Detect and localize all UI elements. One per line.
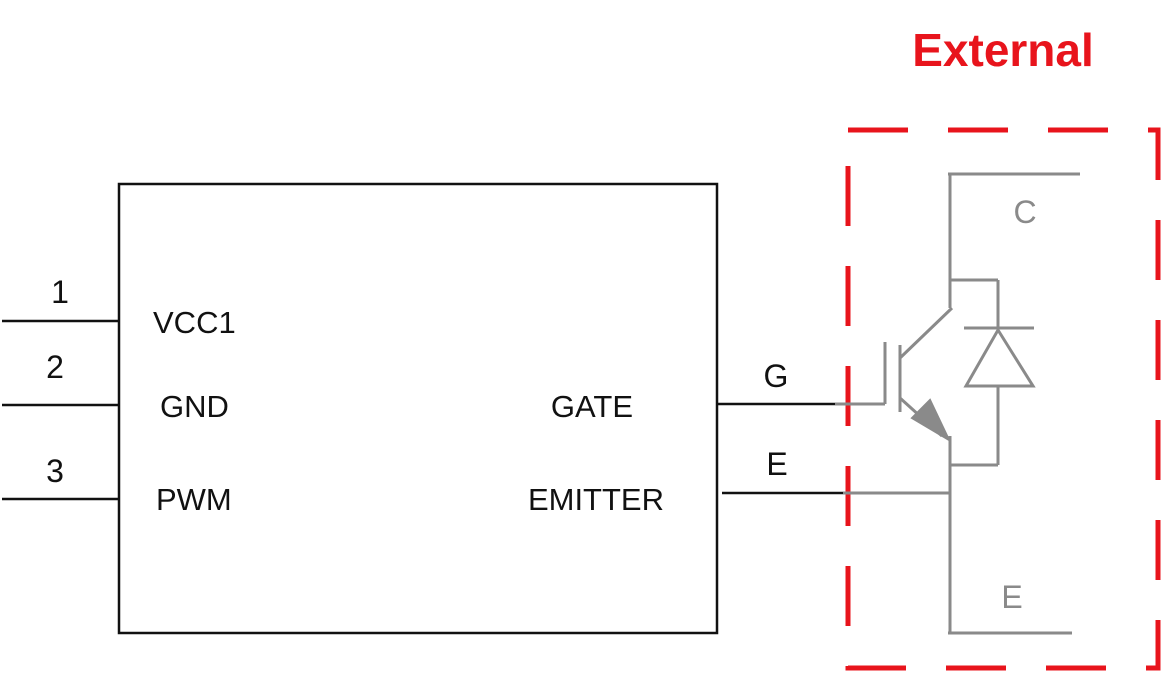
diode-triangle	[963, 327, 1036, 388]
igbt-collector-diagonal	[898, 306, 954, 360]
pin-label-pwm: PWM	[156, 482, 232, 517]
output-label-emitter: EMITTER	[528, 482, 664, 517]
external-boundary	[845, 127, 1161, 671]
pin-3-number: 3	[46, 453, 64, 489]
pin-label-gnd: GND	[160, 389, 229, 424]
pin-1-number: 1	[51, 274, 69, 310]
output-label-gate: GATE	[551, 389, 633, 424]
igbt-label-emitter: E	[1001, 579, 1022, 615]
external-title: External	[912, 24, 1094, 76]
net-label-g: G	[764, 358, 789, 394]
igbt-symbol	[835, 172, 1080, 635]
igbt-emitter-arrow	[910, 398, 952, 443]
pin-label-vcc1: VCC1	[153, 305, 236, 340]
net-label-e: E	[766, 446, 787, 482]
driver-ic-box	[117, 182, 719, 635]
pin-2-number: 2	[46, 349, 64, 385]
igbt-label-collector: C	[1013, 194, 1036, 230]
